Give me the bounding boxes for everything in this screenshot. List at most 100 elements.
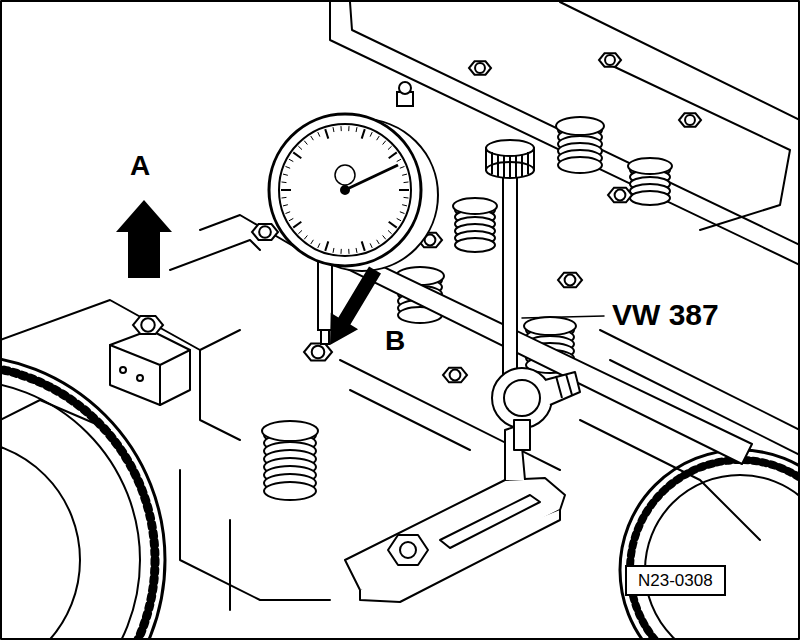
scale-tick: [304, 141, 307, 145]
bearing-block: [110, 330, 190, 405]
scale-tick: [377, 240, 380, 244]
bracket-edge: [360, 510, 560, 602]
clamp-screw: [556, 374, 572, 398]
timing-gear: [0, 355, 165, 640]
scale-tick: [293, 222, 301, 228]
gauge-scale: [281, 126, 409, 254]
nut-bore: [685, 115, 695, 125]
scale-tick: [383, 141, 386, 145]
cover-edge: [600, 60, 790, 230]
scale-tick: [333, 127, 335, 132]
scale-tick: [404, 181, 409, 183]
scale-tick: [289, 159, 293, 161]
head-edge: [170, 240, 260, 270]
scale-tick: [333, 248, 335, 253]
figure-id: N23-0308: [638, 572, 724, 589]
nut-bore: [605, 55, 615, 65]
nut-bore: [565, 275, 576, 286]
gauge-clamp: [399, 82, 411, 94]
gear-teeth: [0, 365, 155, 640]
spring-cap: [556, 117, 604, 135]
hex-nut: [133, 316, 163, 334]
scale-tick: [318, 243, 320, 248]
scale-tick: [285, 166, 290, 168]
cam-gear: [645, 475, 800, 640]
tool-number: VW 387: [610, 300, 721, 330]
nut-bore: [312, 346, 325, 359]
scale-tick: [348, 249, 349, 254]
scale-tick: [362, 241, 365, 251]
spring-cap: [453, 198, 497, 214]
holder-rod: [503, 165, 517, 390]
knurled-knob: [486, 140, 534, 156]
timing-gear: [0, 380, 140, 640]
head-edge: [600, 330, 800, 430]
scale-tick: [311, 136, 314, 140]
cover-edge: [560, 2, 800, 120]
scale-tick: [298, 230, 302, 233]
gear-teeth: [630, 460, 800, 640]
scale-tick: [377, 136, 380, 140]
scale-tick: [362, 129, 365, 139]
scale-tick: [402, 174, 407, 175]
scale-tick: [285, 212, 290, 214]
scale-tick: [340, 126, 341, 131]
clamp-post: [514, 420, 530, 450]
holder-bar: [305, 234, 752, 464]
direction-arrow: [116, 200, 172, 278]
scale-tick: [318, 132, 320, 137]
scale-tick: [399, 189, 409, 191]
scale-tick: [340, 249, 341, 254]
scale-tick: [356, 127, 358, 132]
knurling: [492, 152, 528, 178]
spring-coil: [455, 238, 495, 252]
hex-nut: [599, 53, 621, 66]
scale-tick: [304, 235, 307, 239]
scale-tick: [388, 230, 392, 233]
head-edge: [350, 390, 470, 450]
scale-tick: [404, 197, 409, 199]
bracket-bolt: [388, 535, 428, 565]
nut-bore: [259, 226, 271, 238]
needle-hub: [341, 186, 349, 194]
scale-tick: [298, 146, 302, 149]
figure-id-box: N23-0308: [625, 565, 726, 596]
spring-coil: [558, 157, 602, 173]
scale-tick: [348, 126, 349, 131]
head-edge: [180, 470, 330, 600]
nut-bore: [141, 318, 155, 332]
hex-nut: [679, 113, 701, 126]
scale-tick: [370, 132, 372, 137]
hex-nut: [558, 273, 582, 288]
spring-cap: [262, 421, 318, 441]
adjuster-nuts: [133, 53, 701, 382]
scale-tick: [293, 152, 301, 158]
gauge-plunger: [321, 330, 329, 344]
direction-arrow: [330, 266, 381, 345]
spring-cap: [628, 158, 672, 174]
scale-tick: [283, 205, 288, 206]
sub-dial: [335, 165, 355, 185]
scale-tick: [389, 222, 397, 228]
scale-tick: [311, 240, 314, 244]
nut-bore: [615, 190, 626, 201]
nut-bore: [450, 370, 461, 381]
hex-nut: [304, 344, 332, 361]
bracket-bolt: [400, 542, 416, 558]
scale-tick: [397, 159, 401, 161]
bolt-hole: [120, 367, 126, 373]
scale-tick: [389, 152, 397, 158]
timing-gear: [0, 440, 80, 640]
scale-tick: [289, 218, 293, 220]
dial-gauge: [269, 82, 438, 344]
scale-tick: [383, 235, 386, 239]
gauge-face: [279, 124, 411, 256]
head-edge: [200, 350, 240, 440]
scale-tick: [283, 174, 288, 175]
hex-nut: [443, 368, 467, 383]
clamp-screw: [545, 372, 580, 405]
spring-cap: [524, 317, 576, 335]
